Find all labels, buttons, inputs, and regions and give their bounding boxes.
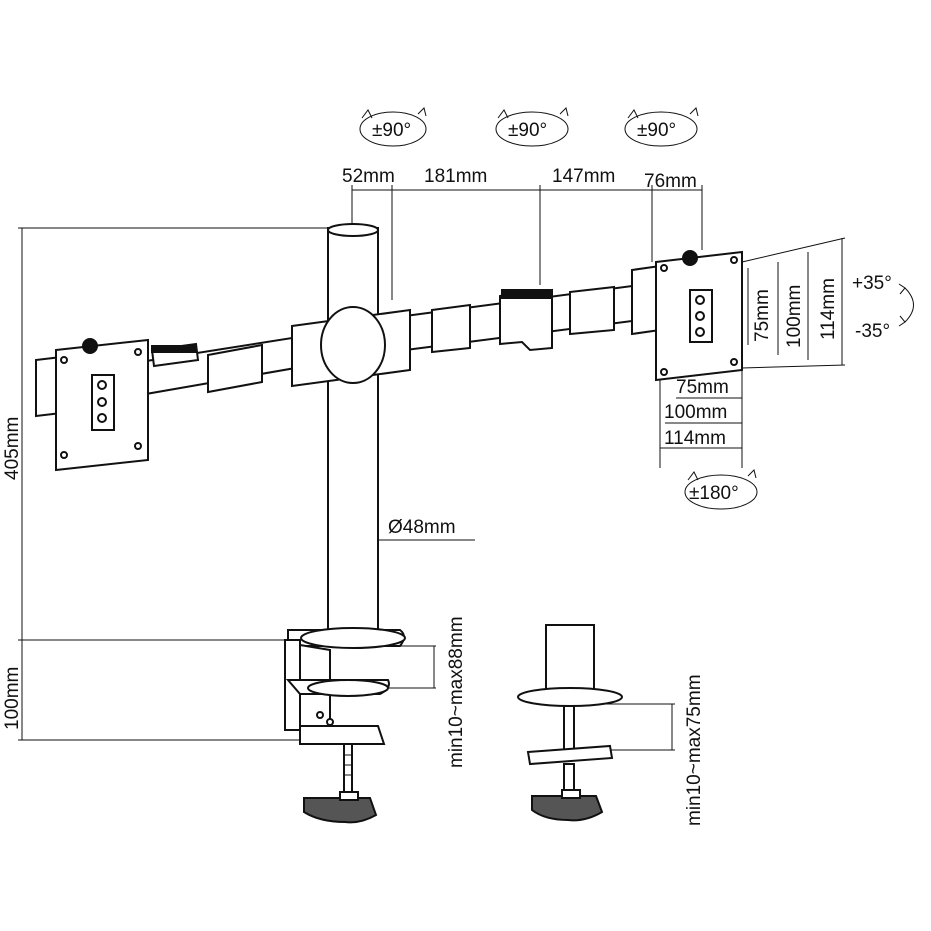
labels: ±90° ±90° ±90° ±180° +35° -35° 52mm 181m…: [2, 120, 892, 826]
height-label: 405mm: [2, 417, 23, 480]
clamp-range-label: min10~max88mm: [446, 616, 467, 768]
rotation-180: ±180°: [689, 483, 739, 504]
vesa-114-bottom: 114mm: [664, 428, 726, 449]
vesa-100-side: 100mm: [784, 285, 805, 348]
rotation-swivel-3: ±90°: [637, 120, 676, 141]
pole-height-label: 100mm: [2, 667, 23, 730]
pole-diameter-label: Ø48mm: [388, 517, 456, 538]
vesa-75-side: 75mm: [752, 289, 773, 342]
tilt-down-label: -35°: [855, 321, 890, 342]
vesa-114-side: 114mm: [818, 278, 839, 340]
grommet-assembly: [517, 624, 623, 822]
rotation-swivel-1: ±90°: [372, 120, 411, 141]
right-vesa-plate: [631, 250, 743, 382]
pole-assembly: [284, 223, 406, 824]
rotation-indicators: [359, 107, 914, 510]
rotation-swivel-2: ±90°: [508, 120, 547, 141]
tilt-up-label: +35°: [852, 273, 892, 294]
dimension-segment-b: 181mm: [424, 166, 487, 187]
vesa-100-bottom: 100mm: [664, 402, 727, 423]
vesa-75-bottom: 75mm: [676, 377, 729, 398]
dimension-segment-c: 147mm: [552, 166, 615, 187]
dimension-segment-d: 76mm: [644, 171, 697, 192]
grommet-range-label: min10~max75mm: [684, 674, 705, 826]
dimension-segment-a: 52mm: [342, 166, 395, 187]
arm-assembly: [139, 283, 641, 397]
left-vesa-plate: [35, 338, 149, 472]
